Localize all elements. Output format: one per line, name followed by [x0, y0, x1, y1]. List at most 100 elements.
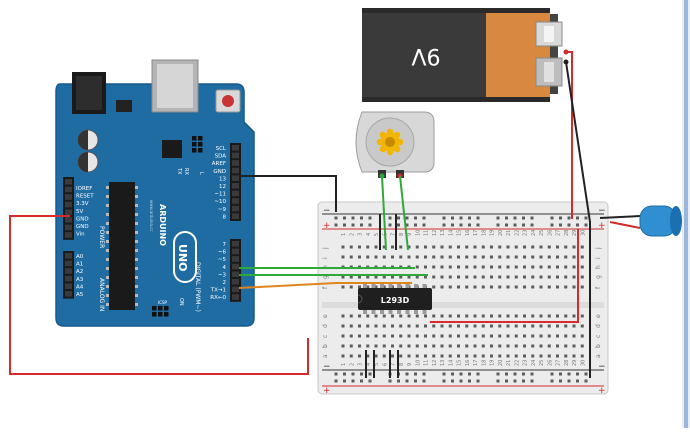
breadboard-hole[interactable]	[473, 285, 477, 289]
breadboard-hole[interactable]	[514, 314, 518, 318]
breadboard-hole[interactable]	[448, 245, 452, 249]
rail-hole[interactable]	[550, 216, 554, 220]
breadboard-hole[interactable]	[580, 275, 584, 279]
breadboard-hole[interactable]	[481, 314, 485, 318]
breadboard-hole[interactable]	[506, 265, 510, 269]
breadboard-hole[interactable]	[424, 334, 427, 338]
rail-hole[interactable]	[513, 223, 517, 227]
rail-hole[interactable]	[476, 223, 480, 227]
breadboard-hole[interactable]	[465, 275, 469, 279]
rail-hole[interactable]	[459, 379, 463, 383]
breadboard-hole[interactable]	[580, 344, 584, 348]
rail-hole[interactable]	[576, 379, 579, 383]
rail-hole[interactable]	[414, 216, 417, 220]
breadboard-hole[interactable]	[440, 344, 444, 348]
breadboard-hole[interactable]	[341, 324, 345, 328]
breadboard-hole[interactable]	[407, 275, 411, 279]
breadboard-hole[interactable]	[374, 285, 378, 289]
breadboard-hole[interactable]	[531, 245, 535, 249]
breadboard-hole[interactable]	[358, 255, 361, 259]
breadboard-hole[interactable]	[547, 275, 551, 279]
breadboard-hole[interactable]	[473, 354, 477, 358]
analog-header-pin[interactable]	[65, 268, 72, 274]
digital-header-top-pin[interactable]	[232, 205, 239, 212]
breadboard-hole[interactable]	[358, 285, 361, 289]
rail-hole[interactable]	[522, 379, 525, 383]
breadboard-hole[interactable]	[531, 314, 535, 318]
breadboard-hole[interactable]	[424, 324, 427, 328]
rail-hole[interactable]	[343, 216, 346, 220]
rail-hole[interactable]	[343, 372, 346, 376]
breadboard-hole[interactable]	[473, 275, 477, 279]
rail-hole[interactable]	[442, 372, 446, 376]
breadboard-hole[interactable]	[399, 245, 403, 249]
breadboard-hole[interactable]	[432, 314, 436, 318]
rail-hole[interactable]	[584, 379, 588, 383]
breadboard-hole[interactable]	[366, 354, 370, 358]
breadboard-hole[interactable]	[564, 314, 568, 318]
breadboard-hole[interactable]	[514, 265, 518, 269]
rail-hole[interactable]	[459, 372, 463, 376]
breadboard-hole[interactable]	[580, 245, 584, 249]
breadboard-hole[interactable]	[531, 334, 535, 338]
breadboard-hole[interactable]	[407, 324, 411, 328]
breadboard-hole[interactable]	[514, 275, 518, 279]
breadboard-hole[interactable]	[374, 334, 378, 338]
breadboard-hole[interactable]	[490, 285, 493, 289]
digital-header-bottom-pin[interactable]	[232, 271, 239, 277]
breadboard-hole[interactable]	[564, 245, 568, 249]
rail-hole[interactable]	[360, 223, 363, 227]
breadboard-hole[interactable]	[341, 354, 345, 358]
rail-hole[interactable]	[530, 379, 534, 383]
breadboard-hole[interactable]	[424, 314, 427, 318]
breadboard-hole[interactable]	[580, 354, 584, 358]
breadboard-hole[interactable]	[556, 285, 559, 289]
breadboard-hole[interactable]	[572, 255, 576, 259]
breadboard-hole[interactable]	[556, 245, 559, 249]
rail-hole[interactable]	[476, 216, 480, 220]
rail-hole[interactable]	[530, 372, 534, 376]
rail-hole[interactable]	[405, 379, 409, 383]
rail-hole[interactable]	[468, 223, 471, 227]
breadboard-hole[interactable]	[473, 245, 477, 249]
breadboard-hole[interactable]	[341, 275, 345, 279]
breadboard-hole[interactable]	[391, 354, 394, 358]
breadboard-hole[interactable]	[374, 275, 378, 279]
breadboard-hole[interactable]	[391, 324, 394, 328]
rail-hole[interactable]	[584, 223, 588, 227]
rail-hole[interactable]	[505, 216, 508, 220]
breadboard-hole[interactable]	[539, 255, 543, 259]
power-header-pin[interactable]	[65, 179, 72, 185]
breadboard-hole[interactable]	[391, 344, 394, 348]
breadboard-hole[interactable]	[481, 354, 485, 358]
breadboard-hole[interactable]	[432, 324, 436, 328]
breadboard-hole[interactable]	[547, 265, 551, 269]
breadboard-hole[interactable]	[531, 255, 535, 259]
rail-hole[interactable]	[360, 379, 363, 383]
breadboard-hole[interactable]	[490, 255, 493, 259]
breadboard-hole[interactable]	[358, 245, 361, 249]
breadboard-hole[interactable]	[465, 314, 469, 318]
breadboard-hole[interactable]	[391, 245, 394, 249]
rail-hole[interactable]	[468, 379, 471, 383]
breadboard-hole[interactable]	[432, 285, 436, 289]
rail-hole[interactable]	[388, 223, 392, 227]
digital-header-bottom-pin[interactable]	[232, 286, 239, 293]
breadboard-hole[interactable]	[391, 334, 394, 338]
breadboard-hole[interactable]	[374, 324, 378, 328]
breadboard-hole[interactable]	[523, 354, 526, 358]
breadboard-hole[interactable]	[490, 344, 493, 348]
breadboard-hole[interactable]	[349, 275, 353, 279]
rail-hole[interactable]	[368, 223, 372, 227]
rail-hole[interactable]	[334, 372, 338, 376]
analog-header-pin[interactable]	[65, 275, 72, 282]
breadboard-hole[interactable]	[349, 255, 353, 259]
breadboard-hole[interactable]	[457, 334, 460, 338]
breadboard-hole[interactable]	[399, 334, 403, 338]
breadboard-hole[interactable]	[498, 334, 502, 338]
breadboard-hole[interactable]	[432, 334, 436, 338]
breadboard-hole[interactable]	[506, 354, 510, 358]
breadboard-hole[interactable]	[556, 334, 559, 338]
rail-hole[interactable]	[368, 372, 372, 376]
